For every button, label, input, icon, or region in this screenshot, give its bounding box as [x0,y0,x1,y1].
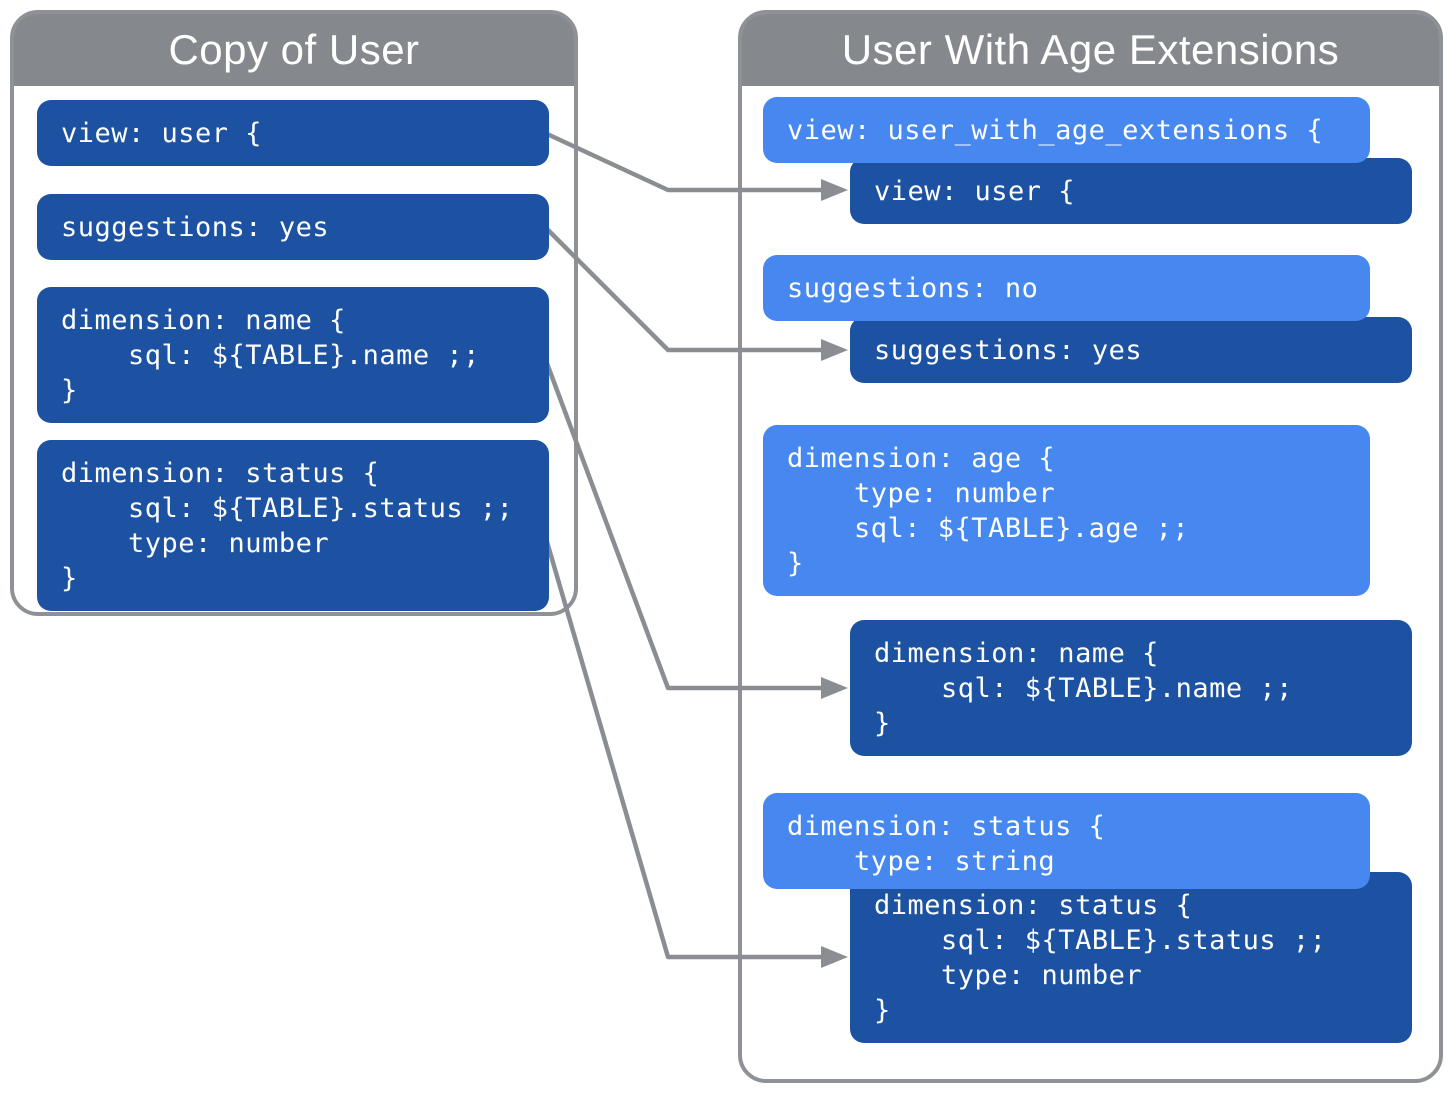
extension-dimension-status-block: dimension: status { type: string [763,793,1370,889]
user-with-age-extensions-header: User With Age Extensions [742,14,1439,86]
arrowhead-dim-status-icon [821,946,848,968]
extension-dimension-age-block: dimension: age { type: number sql: ${TAB… [763,425,1370,596]
copy-of-user-header: Copy of User [14,14,574,86]
user-with-age-extensions-title: User With Age Extensions [841,26,1340,73]
extension-suggestions-block: suggestions: no [763,255,1370,321]
copy-dimension-name-block: dimension: name { sql: ${TABLE}.name ;; … [37,287,549,423]
inherited-view-block: view: user { [850,158,1412,224]
copy-of-user-title: Copy of User [168,26,420,73]
inherited-dimension-name-block: dimension: name { sql: ${TABLE}.name ;; … [850,620,1412,756]
extension-view-block: view: user_with_age_extensions { [763,97,1370,163]
arrow-line-dim-status [542,534,826,960]
inherited-dimension-status-block: dimension: status { sql: ${TABLE}.status… [850,872,1412,1043]
arrow-line-sugg [543,225,826,353]
arrowhead-view-icon [821,179,848,201]
copy-suggestions-block: suggestions: yes [37,194,549,260]
inherited-suggestions-block: suggestions: yes [850,317,1412,383]
arrow-line-dim-name [542,357,826,691]
copy-view-block: view: user { [37,100,549,166]
arrow-line-view [544,130,826,193]
arrowhead-sugg-icon [821,339,848,361]
copy-dimension-status-block: dimension: status { sql: ${TABLE}.status… [37,440,549,611]
arrowhead-dim-name-icon [821,677,848,699]
